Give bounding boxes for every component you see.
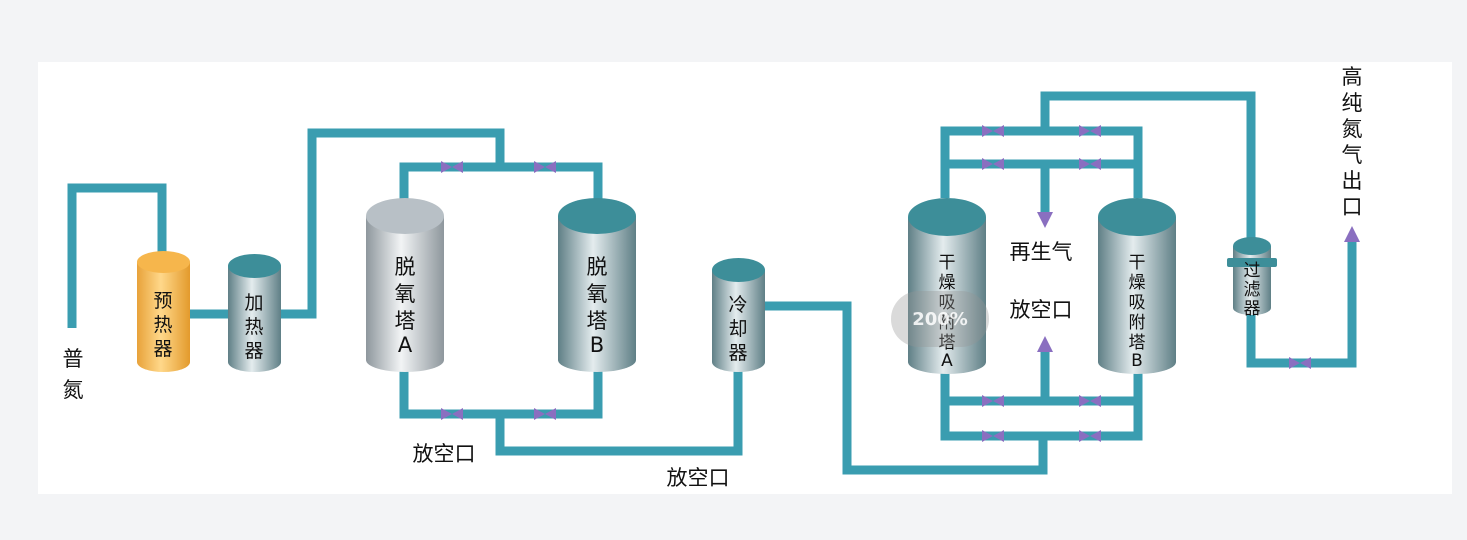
svg-text:口: 口 [1342,195,1363,219]
svg-text:出: 出 [1342,169,1363,193]
svg-text:塔: 塔 [939,333,956,353]
arrow-outlet-up [1344,226,1360,242]
pipe-inlet [67,183,167,328]
svg-text:塔: 塔 [395,309,416,333]
valve [1079,430,1101,442]
arrows [1037,212,1360,352]
svg-text:器: 器 [153,338,172,360]
svg-text:热: 热 [244,316,263,338]
deoxy-tower-a-vessel [366,198,444,372]
dryer-tower-b-vessel [1098,198,1176,374]
svg-text:氮: 氮 [1342,117,1363,141]
valve [534,408,556,420]
deoxy-tower-b-vessel [558,198,636,372]
label-deoxy-a: 脱 氧 塔 A [395,255,416,357]
svg-text:氧: 氧 [587,282,608,306]
svg-text:塔: 塔 [1129,333,1146,353]
svg-text:燥: 燥 [1129,273,1146,293]
svg-text:加: 加 [244,292,263,314]
svg-text:氮: 氮 [63,378,84,402]
zoom-indicator: 200% [891,291,989,347]
svg-text:器: 器 [244,340,263,362]
pipe-deoxy-bottom-header [399,370,603,419]
label-regen-gas: 再生气 [1010,240,1073,264]
arrow-vent-up [1037,336,1053,352]
cooler-vessel [712,258,765,372]
valve [1079,395,1101,407]
svg-text:附: 附 [939,313,956,333]
label-filter: 过 滤 器 [1244,261,1261,319]
pipe-deoxy-cooler [495,364,743,456]
svg-text:A: A [941,351,953,371]
svg-text:吸: 吸 [1129,293,1146,313]
arrow-regen-down [1037,212,1053,228]
label-cooler: 冷 却 器 [728,294,747,364]
svg-text:A: A [398,333,413,357]
svg-text:滤: 滤 [1244,280,1261,300]
label-ordinary-nitrogen: 普 氮 [63,347,84,402]
svg-text:脱: 脱 [395,255,416,279]
valves [441,125,1311,442]
svg-text:气: 气 [1342,143,1363,167]
valve [982,125,1004,137]
labels: 普 氮 预 热 器 加 热 器 脱 氧 塔 A 脱 氧 塔 B 冷 却 器 [63,65,1363,490]
pipe-heater-deoxy [278,128,505,319]
svg-text:预: 预 [153,290,172,312]
svg-text:燥: 燥 [939,273,956,293]
label-deoxy-b: 脱 氧 塔 B [587,255,608,357]
svg-text:附: 附 [1129,313,1146,333]
label-vent-dryers: 放空口 [1010,298,1073,322]
valve [441,408,463,420]
pipe-dryer-filter [1040,91,1256,240]
dryer-tower-a-vessel [908,198,986,374]
svg-text:器: 器 [1244,299,1261,319]
label-vent-deoxy: 放空口 [413,442,476,466]
svg-text:脱: 脱 [587,255,608,279]
svg-text:纯: 纯 [1342,91,1363,115]
svg-text:塔: 塔 [587,309,608,333]
svg-text:过: 过 [1244,261,1261,281]
label-high-purity-outlet: 高 纯 氮 气 出 口 [1342,65,1363,219]
label-dryer-a: 干 燥 吸 附 塔 A [939,253,956,371]
label-dryer-b: 干 燥 吸 附 塔 B [1129,253,1146,371]
label-heater: 加 热 器 [244,292,263,362]
heater-vessel [228,254,281,372]
pipe-cooler-dryer [764,301,1048,475]
valve [534,161,556,173]
preheater-vessel [137,251,190,372]
svg-text:热: 热 [153,314,172,336]
svg-text:氧: 氧 [395,282,416,306]
valve [441,161,463,173]
pipe-deoxy-top-header [399,162,603,208]
svg-text:器: 器 [728,342,747,364]
filter-vessel [1227,237,1277,315]
svg-text:吸: 吸 [939,293,956,313]
svg-text:B: B [590,333,604,357]
label-vent-cooler: 放空口 [667,466,730,490]
svg-text:普: 普 [63,347,84,371]
svg-text:B: B [1131,351,1143,371]
svg-text:干: 干 [1129,253,1146,273]
valve [982,430,1004,442]
valve [982,395,1004,407]
svg-text:却: 却 [728,318,747,340]
label-preheater: 预 热 器 [153,290,172,360]
svg-text:高: 高 [1342,65,1363,89]
valve [1079,125,1101,137]
valve [982,158,1004,170]
valve [1079,158,1101,170]
svg-text:干: 干 [939,253,956,273]
valve [1289,357,1311,369]
svg-text:冷: 冷 [728,294,747,316]
